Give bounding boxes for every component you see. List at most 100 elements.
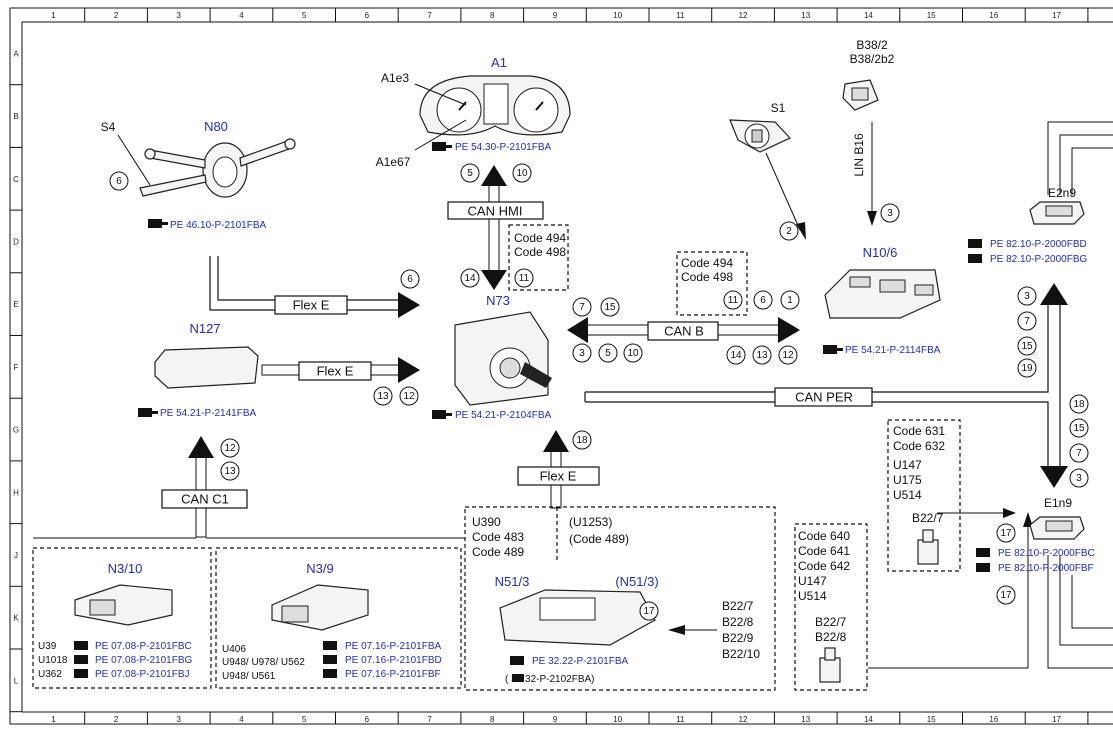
- n3-9-code-1: U406: [222, 644, 246, 655]
- wire-number: 2: [786, 226, 792, 237]
- ignition-lock-graphic: [729, 119, 792, 153]
- wire-number-circle: 2: [779, 221, 799, 241]
- n3-9-ref-1: PE 07.16-P-2101FBA: [345, 641, 441, 652]
- wire-number: 18: [576, 435, 588, 446]
- column-number: 16: [989, 11, 998, 20]
- wire-number-circle: 7: [572, 297, 592, 317]
- hand-icon: [432, 142, 452, 151]
- codebox-e1-line4: U175: [893, 473, 922, 487]
- wire-number: 15: [1073, 423, 1085, 434]
- wire-number-circle: 14: [460, 268, 480, 288]
- can-b-connection: CAN B: [567, 317, 800, 343]
- flex-e-n51-label: Flex E: [540, 469, 577, 484]
- column-number: 9: [553, 11, 558, 20]
- can-c1-label: CAN C1: [181, 492, 229, 507]
- n3-10-code-3: U362: [38, 669, 62, 680]
- n10-6-label: N10/6: [863, 245, 898, 260]
- column-number: 2: [114, 715, 119, 724]
- wire-number-circle: 3: [880, 203, 900, 223]
- wire-number-circle: 12: [220, 438, 240, 458]
- e2n9-label: E2n9: [1048, 186, 1076, 200]
- column-number: 5: [302, 715, 307, 724]
- column-number: 7: [427, 11, 432, 20]
- codebox-bottom-line3: Code 642: [798, 559, 850, 573]
- can-hmi-connection: CAN HMI: [447, 165, 544, 290]
- n3-10-group-box: [32, 547, 212, 689]
- column-number: 8: [490, 715, 495, 724]
- can-per-connection: CAN PER: [584, 283, 1068, 488]
- e2n9-ref1: PE 82.10-P-2000FBD: [990, 239, 1087, 250]
- wire-number: 6: [407, 274, 413, 285]
- wire-number-circle: 18: [572, 430, 592, 450]
- wire-number: 12: [224, 443, 236, 454]
- e1n9-ref2: PE 82.10-P-2000FBF: [998, 563, 1094, 574]
- wire-number: 19: [1021, 363, 1033, 374]
- wire-number: 1: [787, 295, 793, 306]
- n3-9-code-3: U948/ U561: [222, 671, 276, 682]
- wire-number-circle: 11: [514, 268, 534, 288]
- e1n9-label: E1n9: [1044, 496, 1072, 510]
- wire-number: 12: [403, 391, 415, 402]
- wire-number-circle: 15: [1017, 336, 1037, 356]
- wire-number-circle: 3: [1017, 286, 1037, 306]
- wire-number: 7: [579, 302, 585, 313]
- n3-10-ref-2: PE 07.08-P-2101FBG: [95, 655, 192, 666]
- codebox-hmi-line1: Code 494: [514, 231, 566, 245]
- codebox-e1-line1: Code 631: [893, 424, 945, 438]
- hand-icon: [968, 239, 982, 263]
- n3-10-code-2: U1018: [38, 655, 68, 666]
- hand-icon: [976, 548, 990, 572]
- wire-number-circle: 3: [1069, 468, 1089, 488]
- hand-icon: [323, 641, 337, 678]
- column-number: 9: [553, 715, 558, 724]
- n51-code-3: Code 489: [472, 545, 524, 559]
- n3-9-ref-3: PE 07.16-P-2101FBF: [345, 669, 441, 680]
- codebox-bottom-line6: B22/7: [815, 615, 847, 629]
- codebox-canb-line1: Code 494: [681, 256, 733, 270]
- n73-label: N73: [486, 293, 510, 308]
- n3-9-unit-graphic: [271, 584, 369, 631]
- n80-ref: PE 46.10-P-2101FBA: [170, 220, 266, 231]
- column-number: 12: [739, 11, 748, 20]
- codebox-canb-line2: Code 498: [681, 270, 733, 284]
- wire-number: 3: [1024, 291, 1030, 302]
- wire-number: 13: [224, 466, 236, 477]
- column-number: 10: [613, 715, 622, 724]
- wire-number-circle: 12: [399, 386, 419, 406]
- wire-number: 7: [1076, 448, 1082, 459]
- hand-icon: [74, 641, 88, 678]
- wire-number: 12: [782, 350, 794, 361]
- headlamp-unit-graphic: [1029, 201, 1085, 540]
- row-letter: D: [13, 237, 19, 246]
- n51-sensor-2: B22/8: [722, 615, 754, 629]
- n51-3-alt-ref: ( 32.32-P-2102FBA): [505, 674, 595, 685]
- codebox-e1-line5: U514: [893, 488, 922, 502]
- wire-number-circle: 18: [1069, 394, 1089, 414]
- column-number: 1: [51, 11, 56, 20]
- hand-icon: [148, 219, 168, 228]
- column-number: 7: [427, 715, 432, 724]
- row-letter: F: [14, 363, 19, 372]
- sensor-connector-graphic: [819, 529, 939, 683]
- n51-code-1: U390: [472, 515, 501, 529]
- wire-number: 10: [627, 348, 639, 359]
- n51-3-ref: PE 32.22-P-2101FBA: [532, 656, 628, 667]
- codebox-bottom-line7: B22/8: [815, 630, 847, 644]
- hand-icon: [432, 410, 452, 419]
- a1-label: A1: [491, 55, 507, 70]
- n3-9-label: N3/9: [306, 561, 333, 576]
- wire-number-circle: 13: [373, 386, 393, 406]
- can-b-label: CAN B: [664, 324, 704, 339]
- can-per-label: CAN PER: [795, 390, 853, 405]
- wire-number-circle: 14: [726, 345, 746, 365]
- thin-arrows: [668, 122, 1033, 669]
- column-number: 12: [739, 715, 748, 724]
- codebox-hmi-line2: Code 498: [514, 245, 566, 259]
- column-number: 14: [864, 11, 873, 20]
- right-wire-stubs: [1047, 121, 1113, 669]
- wire-number-circle: 13: [752, 345, 772, 365]
- column-number: 15: [927, 11, 936, 20]
- column-number: 1: [51, 715, 56, 724]
- codebox-bottom: [794, 523, 868, 691]
- n51-3-alt-label: (N51/3): [615, 574, 658, 589]
